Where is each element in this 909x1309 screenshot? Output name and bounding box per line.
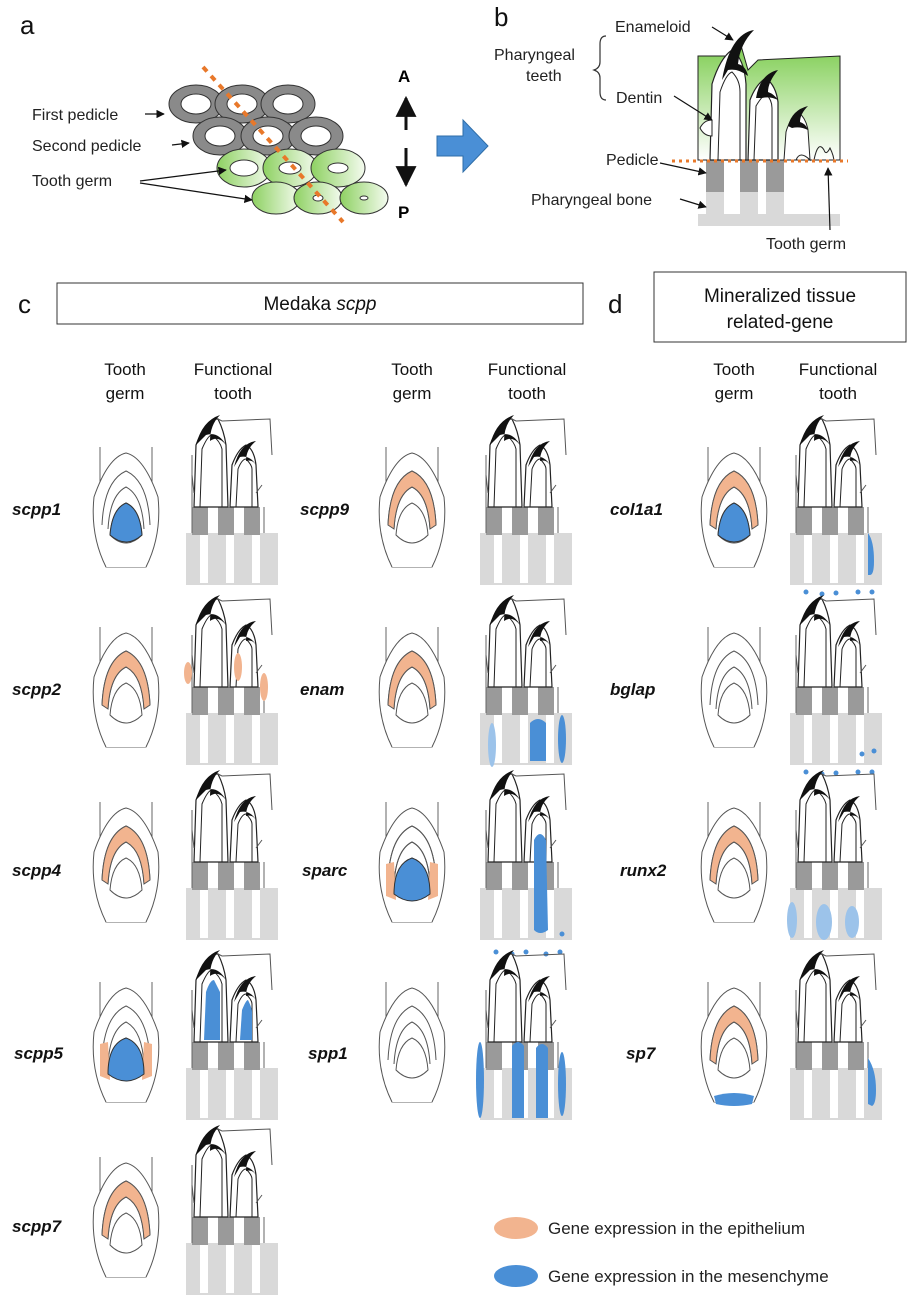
- tooth-germ-scpp9: [379, 447, 445, 567]
- axis-posterior-label: P: [398, 203, 409, 222]
- functional-tooth-sp7: [790, 950, 882, 1120]
- gene-label-bglap: bglap: [610, 680, 655, 699]
- functional-tooth-enam: [480, 595, 572, 767]
- pharyngeal-teeth-bracket: [594, 36, 606, 100]
- gene-label-scpp2: scpp2: [12, 680, 62, 699]
- gene-label-scpp1: scpp1: [12, 500, 61, 519]
- panel-d-title-line2: related-gene: [727, 312, 834, 333]
- gene-label-enam: enam: [300, 680, 344, 699]
- gene-label-col1a1: col1a1: [610, 500, 663, 519]
- functional-tooth-scpp2: [184, 595, 278, 765]
- panel-label-d: d: [608, 289, 622, 319]
- col-tooth-germ-1a: Tooth: [104, 360, 146, 379]
- pharyngeal-teeth-diagram: [672, 30, 848, 226]
- panel-label-a: a: [20, 10, 35, 40]
- legend-epithelium-swatch: [494, 1217, 538, 1239]
- functional-tooth-scpp4: [186, 770, 278, 940]
- functional-tooth-scpp5: [186, 950, 278, 1120]
- panel-label-b: b: [494, 2, 508, 32]
- functional-tooth-col1a1: [790, 415, 882, 597]
- tooth-germ-scpp4: [93, 802, 159, 922]
- dentin-label: Dentin: [616, 90, 662, 107]
- col-functional-2b: tooth: [508, 384, 546, 403]
- pharyngeal-teeth-label-line2: teeth: [526, 68, 562, 85]
- gene-label-sp7: sp7: [626, 1044, 657, 1063]
- tooth-germ-label-b: Tooth germ: [766, 236, 846, 253]
- gene-label-sparc: sparc: [302, 861, 348, 880]
- tooth-germ-runx2: [701, 802, 767, 922]
- functional-tooth-sparc: [480, 770, 572, 957]
- col-functional-2a: Functional: [488, 360, 566, 379]
- pedicle-diagram: [169, 67, 388, 222]
- gene-label-scpp9: scpp9: [300, 500, 350, 519]
- tooth-germ-spp1: [379, 982, 445, 1102]
- tooth-germ-bglap: [701, 627, 767, 747]
- gene-label-scpp7: scpp7: [12, 1217, 63, 1236]
- col-tooth-germ-3b: germ: [715, 384, 754, 403]
- pharyngeal-bone-label: Pharyngeal bone: [531, 192, 652, 209]
- tooth-germ-scpp7: [93, 1157, 159, 1277]
- col-tooth-germ-3a: Tooth: [713, 360, 755, 379]
- panel-c-title: Medaka scpp: [263, 294, 376, 315]
- tooth-germ-col1a1: [701, 447, 767, 567]
- col-functional-1a: Functional: [194, 360, 272, 379]
- functional-tooth-scpp9: [480, 415, 572, 585]
- functional-tooth-runx2: [787, 770, 882, 940]
- transition-arrow-icon: [437, 120, 488, 172]
- tooth-germ-scpp5: [93, 982, 159, 1102]
- tooth-germ-row-2: [252, 182, 388, 214]
- tooth-germ-label-a: Tooth germ: [32, 173, 112, 190]
- tooth-germ-enam: [379, 627, 445, 747]
- legend: Gene expression in the epithelium Gene e…: [494, 1217, 829, 1287]
- second-pedicle-label: Second pedicle: [32, 138, 142, 155]
- functional-tooth-scpp1: [186, 415, 278, 585]
- second-pedicle-row: [193, 117, 343, 155]
- tooth-germ-sp7: [701, 982, 767, 1106]
- first-pedicle-row: [169, 85, 315, 123]
- tooth-germ-row-1: [217, 149, 365, 187]
- tooth-germ-scpp2: [93, 627, 159, 747]
- functional-tooth-scpp7: [186, 1125, 278, 1295]
- axis-anterior-label: A: [398, 67, 410, 86]
- col-functional-1b: tooth: [214, 384, 252, 403]
- tooth-germ-sparc: [379, 802, 445, 922]
- col-functional-3a: Functional: [799, 360, 877, 379]
- functional-tooth-spp1: [476, 950, 572, 1120]
- legend-mesenchyme-swatch: [494, 1265, 538, 1287]
- panel-label-c: c: [18, 289, 31, 319]
- enameloid-label: Enameloid: [615, 19, 691, 36]
- column-headers: Tooth germ Functional tooth Tooth germ F…: [104, 360, 877, 403]
- legend-mesenchyme-label: Gene expression in the mesenchyme: [548, 1267, 829, 1286]
- gene-label-scpp4: scpp4: [12, 861, 62, 880]
- col-functional-3b: tooth: [819, 384, 857, 403]
- col-tooth-germ-1b: germ: [106, 384, 145, 403]
- gene-label-runx2: runx2: [620, 861, 667, 880]
- col-tooth-germ-2a: Tooth: [391, 360, 433, 379]
- panel-d-title-line1: Mineralized tissue: [704, 286, 856, 307]
- legend-epithelium-label: Gene expression in the epithelium: [548, 1219, 805, 1238]
- tooth-germ-scpp1: [93, 447, 159, 567]
- gene-label-spp1: spp1: [308, 1044, 348, 1063]
- functional-tooth-bglap: [790, 595, 882, 777]
- col-tooth-germ-2b: germ: [393, 384, 432, 403]
- first-pedicle-label: First pedicle: [32, 107, 118, 124]
- gene-label-scpp5: scpp5: [14, 1044, 64, 1063]
- pharyngeal-teeth-label-line1: Pharyngeal: [494, 47, 575, 64]
- pedicle-label: Pedicle: [606, 152, 659, 169]
